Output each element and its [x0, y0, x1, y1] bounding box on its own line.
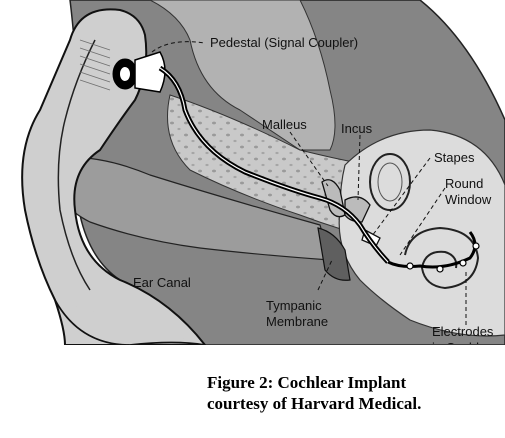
label-electrodes-2: in Cochlea	[432, 340, 493, 344]
label-ear-canal: Ear Canal	[133, 275, 191, 290]
label-pedestal: Pedestal (Signal Coupler)	[210, 35, 358, 50]
label-stapes: Stapes	[434, 150, 474, 165]
label-round-window-1: Round	[445, 176, 483, 191]
label-tympanic-1: Tympanic	[266, 298, 322, 313]
caption-line-2: courtesy of Harvard Medical.	[207, 393, 421, 414]
label-round-window-2: Window	[445, 192, 491, 207]
figure-caption: Figure 2: Cochlear Implant courtesy of H…	[207, 372, 421, 414]
label-incus: Incus	[341, 121, 372, 136]
caption-line-1: Figure 2: Cochlear Implant	[207, 372, 421, 393]
pedestal	[135, 52, 165, 92]
label-tympanic-2: Membrane	[266, 314, 328, 329]
label-electrodes-1: Electrodes	[432, 324, 493, 339]
label-malleus: Malleus	[262, 117, 307, 132]
